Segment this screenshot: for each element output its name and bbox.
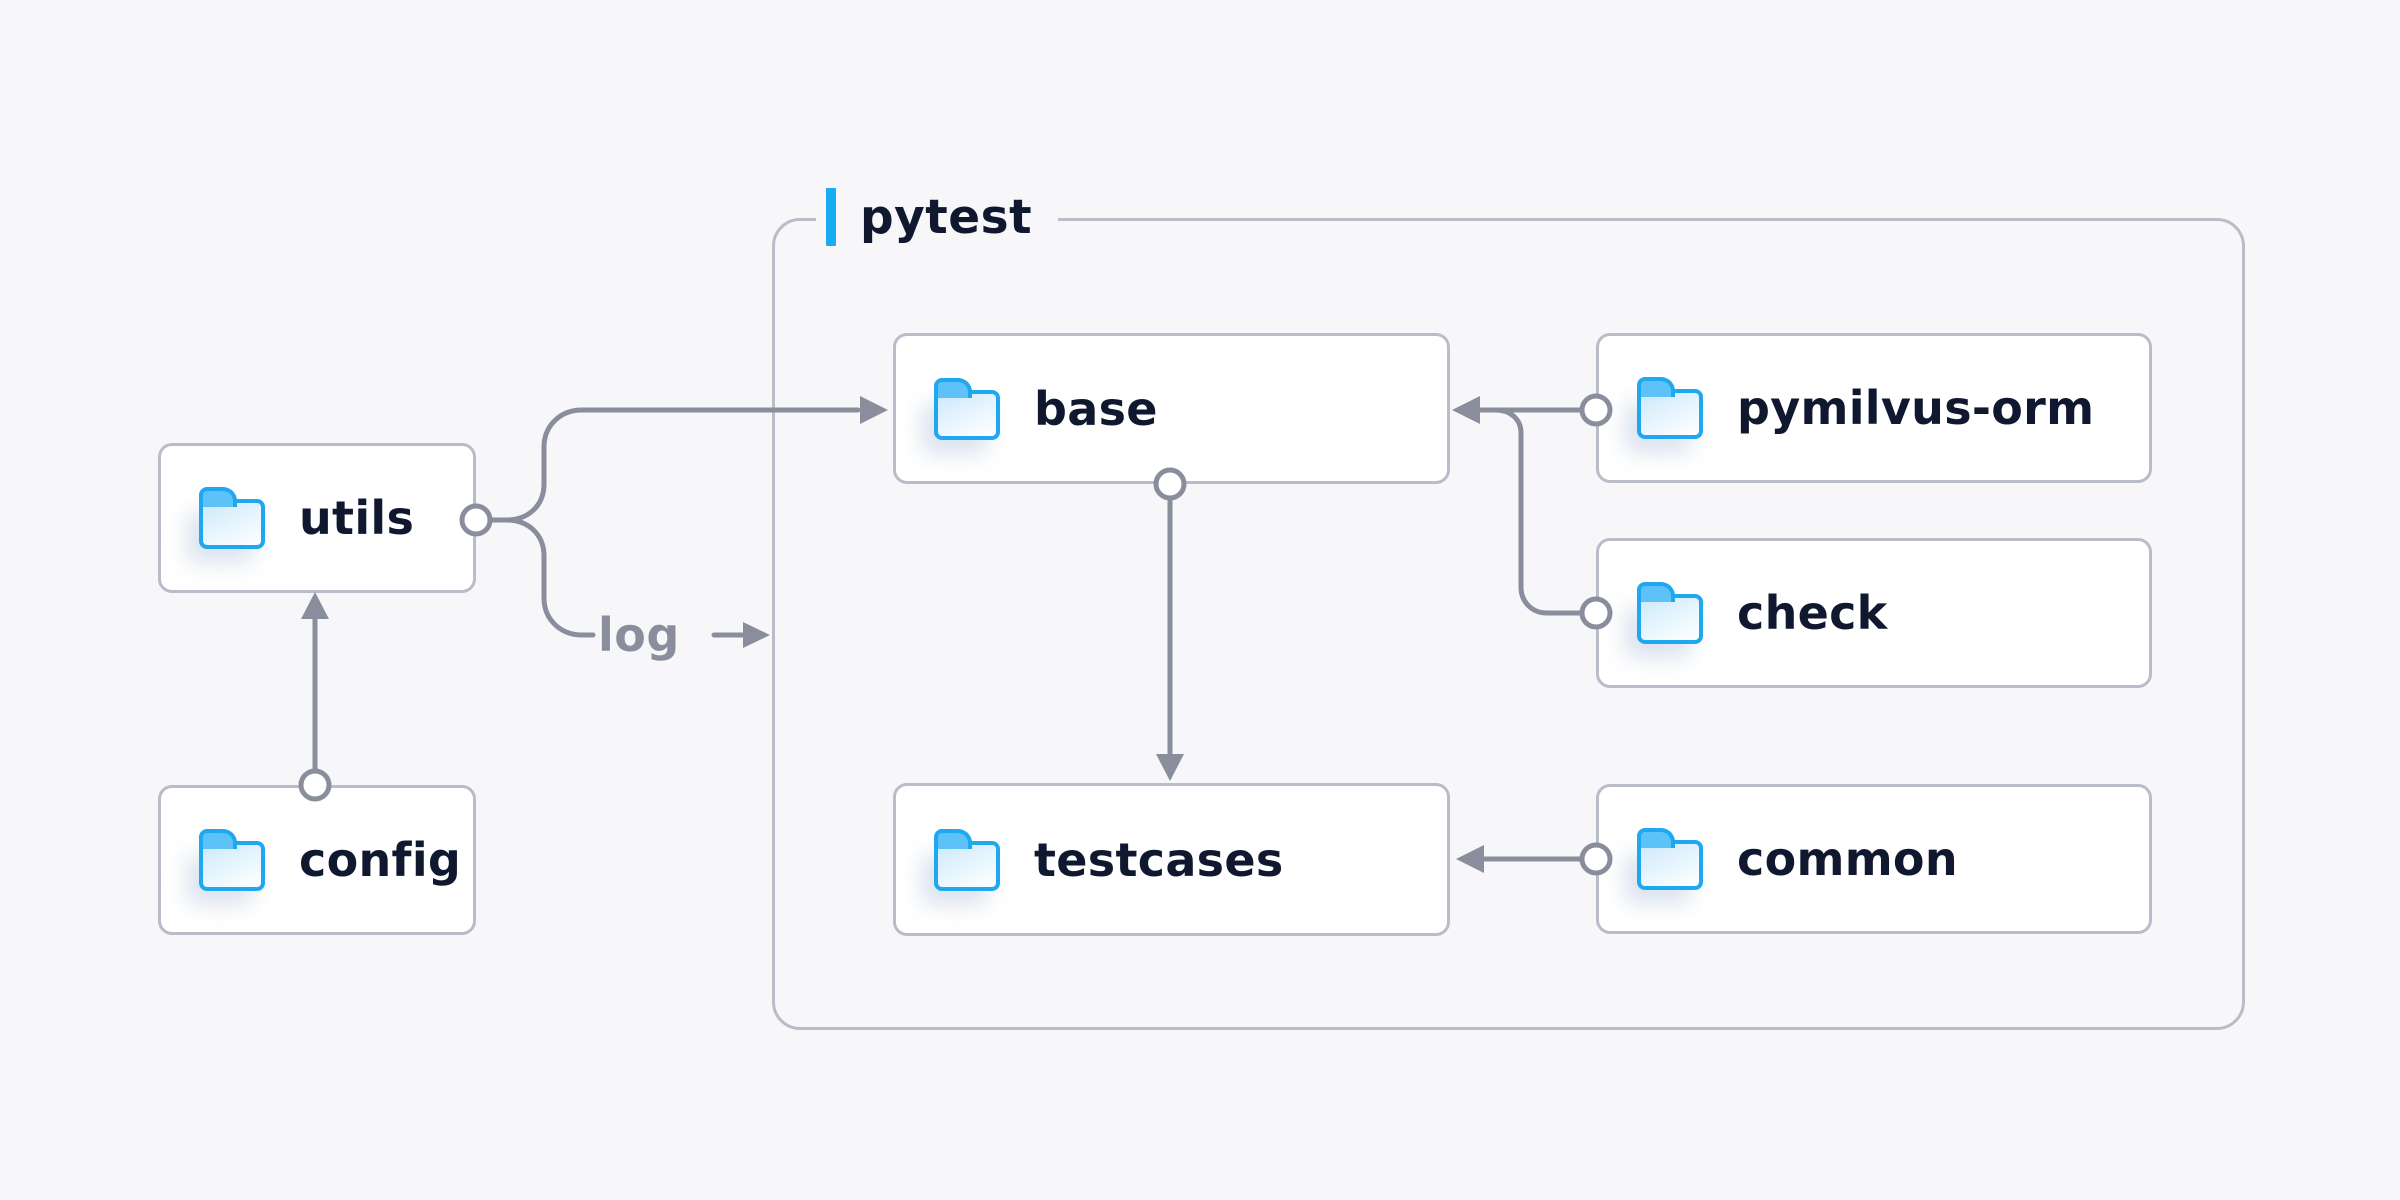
node-label: testcases [1034,832,1284,887]
node-label: common [1737,832,1958,886]
node-pymilvus-orm[interactable]: pymilvus-orm [1596,333,2152,483]
folder-icon [934,377,1000,440]
log-edge-label: log [598,608,680,662]
accent-bar-icon [826,188,836,246]
node-testcases[interactable]: testcases [893,783,1450,936]
edge-config-to-utils [298,592,332,802]
node-label: config [299,833,462,887]
pytest-group-label: pytest [816,186,1059,248]
node-label: base [1034,381,1158,436]
folder-icon [199,829,265,891]
folder-icon [1637,582,1703,644]
node-label: check [1737,586,1888,640]
group-title: pytest [860,189,1033,245]
folder-icon [199,487,265,549]
folder-icon [1637,828,1703,890]
node-base[interactable]: base [893,333,1450,484]
log-arrow-icon [711,622,770,648]
node-check[interactable]: check [1596,538,2152,688]
node-label: utils [299,491,415,545]
pytest-group-box [772,218,2245,1030]
node-label: pymilvus-orm [1737,381,2095,435]
folder-icon [934,828,1000,891]
folder-icon [1637,377,1703,439]
node-config[interactable]: config [158,785,476,935]
node-utils[interactable]: utils [158,443,476,593]
node-common[interactable]: common [1596,784,2152,934]
